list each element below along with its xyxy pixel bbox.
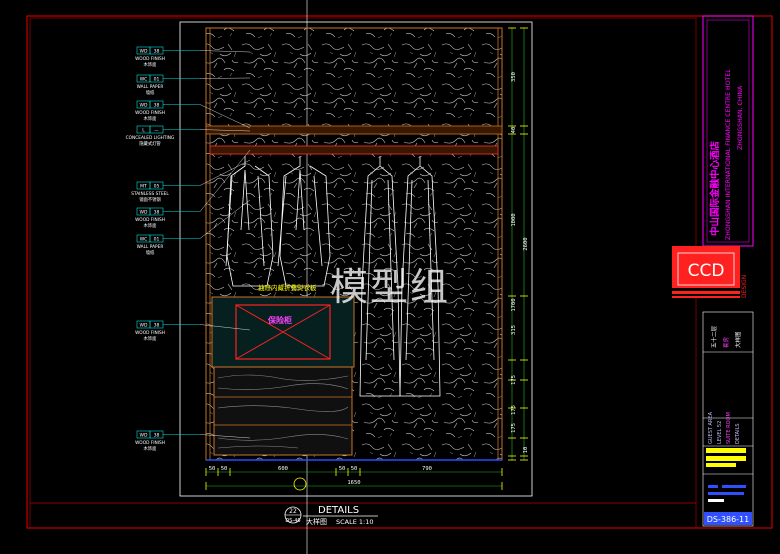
dim-right-label: 40 bbox=[511, 127, 517, 134]
callout-cn: 木饰面 bbox=[144, 445, 158, 452]
dim-bottom-label: 50 bbox=[351, 466, 358, 472]
section-marker bbox=[293, 477, 307, 491]
callout-en: WOOD FINISH bbox=[135, 217, 165, 223]
dim-bottom-total: 1650 bbox=[347, 480, 360, 486]
right-dimension-chain: 350 40 1000 2600 1700 315 175 175 175 10 bbox=[508, 27, 529, 461]
top-shelf bbox=[205, 125, 503, 135]
hanging-clothes bbox=[225, 156, 441, 397]
callout-en: CONCEALED LIGHTING bbox=[126, 135, 175, 141]
dim-bottom-label: 50 bbox=[209, 466, 216, 472]
callout-code: WD bbox=[140, 103, 148, 109]
callout-en: WOOD FINISH bbox=[135, 56, 165, 62]
right-panel-vertical-texts: 中山国际金融中心酒店 ZHONGSHAN INTERNATIONAL FINANC… bbox=[708, 69, 748, 444]
callout-en: WOOD FINISH bbox=[135, 330, 165, 336]
callout-num: 38 bbox=[154, 433, 160, 439]
callout-cn: 木饰面 bbox=[144, 61, 158, 68]
dim-bottom-label: 600 bbox=[278, 466, 288, 472]
dim-bottom-label: 50 bbox=[221, 466, 228, 472]
dim-right-label: 1000 bbox=[511, 213, 517, 226]
callout-cn: 木饰面 bbox=[144, 222, 158, 229]
title-en: DETAILS bbox=[318, 505, 359, 516]
callout-cn: 隐藏式灯管 bbox=[139, 140, 161, 147]
callout-en: WALL PAPER bbox=[137, 244, 164, 250]
callout-cn: 镜面不锈钢 bbox=[139, 196, 160, 203]
callout-en: WALL PAPER bbox=[137, 84, 164, 90]
drawer-note: 抽屉内藏折叠熨衣板 bbox=[258, 283, 317, 292]
dim-right-label: 350 bbox=[511, 72, 517, 82]
callout-num: 05 bbox=[154, 184, 160, 190]
callout-code: WD bbox=[140, 49, 148, 55]
bottom-dimension-chain: 50 50 600 50 50 790 1650 bbox=[205, 466, 503, 490]
drawer-unit bbox=[213, 366, 353, 456]
dim-bottom-label: 790 bbox=[422, 466, 432, 472]
callout-en: STAINLESS STEEL bbox=[131, 191, 169, 197]
title-cn: 大样图 bbox=[306, 517, 327, 526]
sheet-info-line: LEVEL 52 bbox=[717, 421, 723, 444]
dim-right-label: 175 bbox=[511, 423, 517, 433]
dim-right-label: 175 bbox=[511, 375, 517, 385]
hotel-name-cn: 中山国际金融中心酒店 bbox=[709, 140, 721, 236]
drawing-number: DS-386-11 bbox=[707, 515, 749, 524]
dim-right-label: 10 bbox=[523, 447, 529, 454]
watermark: 模型组 bbox=[330, 265, 451, 309]
callout-num: — bbox=[154, 129, 159, 134]
callout-num: 01 bbox=[154, 77, 160, 83]
callout-num: 38 bbox=[154, 49, 160, 55]
callout-code: WC bbox=[140, 77, 148, 83]
sheet-info-line: DETAILS bbox=[735, 423, 741, 444]
callout-code: WD bbox=[140, 210, 148, 216]
dim-bottom-label: 50 bbox=[339, 466, 346, 472]
dim-right-label: 175 bbox=[511, 405, 517, 415]
callout-num: 38 bbox=[154, 210, 160, 216]
detail-sheet-ref: DS-46 bbox=[285, 518, 300, 524]
dim-right-label: 1700 bbox=[511, 298, 517, 311]
right-title-panel: CCD DS-386-11 bbox=[672, 15, 754, 527]
detail-number: 22 bbox=[289, 508, 297, 515]
callout-code: L bbox=[142, 128, 145, 134]
callout-num: 38 bbox=[154, 323, 160, 329]
callout-cn: 木饰面 bbox=[144, 115, 158, 122]
callout-code: WD bbox=[140, 323, 148, 329]
hotel-name-en: ZHONGSHAN INTERNATIONAL FINANCE CENTRE H… bbox=[725, 69, 732, 240]
callout-cn: 墙纸 bbox=[146, 249, 155, 256]
callout-code: WC bbox=[140, 237, 148, 243]
safe-box bbox=[235, 304, 331, 360]
callout-num: 38 bbox=[154, 103, 160, 109]
safe-label: 保险柜 bbox=[267, 315, 292, 325]
callout-cn: 墙纸 bbox=[146, 89, 155, 96]
callout-en: WOOD FINISH bbox=[135, 440, 165, 446]
callout-cn: 木饰面 bbox=[144, 335, 158, 342]
hanging-rail bbox=[209, 145, 499, 155]
sheet-info-line: GUEST AREA bbox=[708, 411, 714, 444]
drawing-title-block: 22 DS-46 DETAILS 大样图 SCALE 1:10 bbox=[284, 505, 378, 526]
sheet-title-cn: 套房 bbox=[722, 336, 730, 348]
title-scale: SCALE 1:10 bbox=[336, 518, 374, 526]
ccd-logo-text: CCD bbox=[688, 261, 725, 281]
callout-num: 01 bbox=[154, 237, 160, 243]
dim-right-label: 315 bbox=[511, 325, 517, 335]
callout-en: WOOD FINISH bbox=[135, 110, 165, 116]
sheet-title-cn: 大样图 bbox=[734, 331, 742, 348]
ccd-logo-sub: DESIGN bbox=[741, 275, 748, 298]
hotel-location: ZHONGSHAN, CHINA bbox=[737, 85, 744, 150]
dim-right-label: 2600 bbox=[523, 237, 529, 250]
sheet-info-line: SUITE ROOM bbox=[726, 412, 732, 444]
callout-code: WD bbox=[140, 433, 148, 439]
sheet-title-cn: 五十二层 bbox=[710, 325, 718, 348]
drawing-number-box bbox=[704, 512, 752, 525]
drawing-viewport bbox=[179, 21, 533, 497]
wardrobe-elevation bbox=[205, 27, 503, 461]
callout-code: MT bbox=[140, 184, 147, 190]
